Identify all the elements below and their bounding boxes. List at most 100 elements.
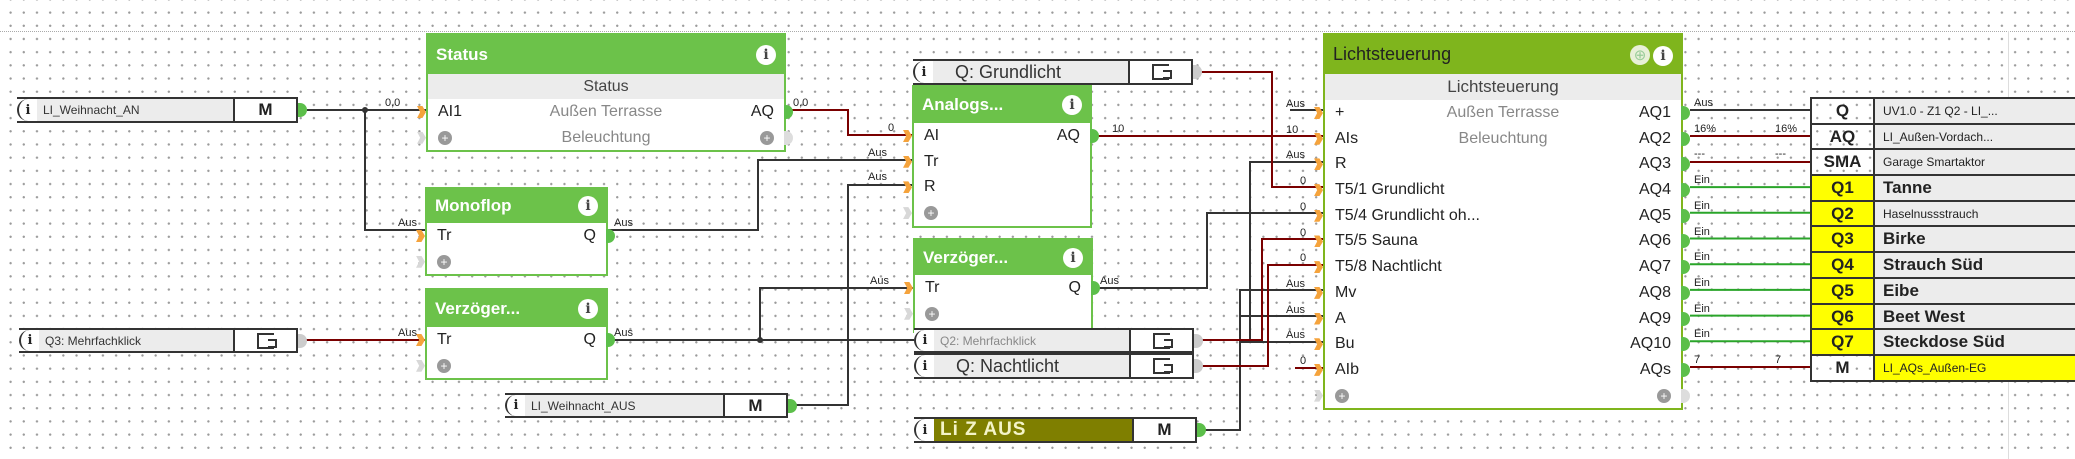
add-input-icon[interactable]: + bbox=[924, 206, 938, 221]
output-port[interactable] bbox=[1681, 311, 1690, 326]
info-icon[interactable]: i bbox=[914, 419, 934, 441]
output-port[interactable] bbox=[1681, 183, 1690, 198]
memory-flag-li-z-aus[interactable]: i Li Z AUS M bbox=[914, 417, 1206, 443]
room-label: Außen Terrasse bbox=[549, 103, 663, 120]
move-icon[interactable]: ⊕ bbox=[1630, 44, 1650, 65]
output-port[interactable] bbox=[1681, 131, 1690, 146]
info-icon[interactable]: i bbox=[17, 99, 37, 121]
output-port[interactable] bbox=[606, 229, 615, 243]
input-port[interactable] bbox=[1314, 286, 1323, 299]
info-icon[interactable]: i bbox=[914, 355, 934, 377]
output-port[interactable] bbox=[1193, 65, 1202, 79]
output-port[interactable] bbox=[1681, 157, 1690, 172]
input-port[interactable] bbox=[1314, 235, 1323, 248]
output-port[interactable] bbox=[298, 333, 307, 348]
output-label: Q bbox=[1068, 279, 1081, 296]
input-port[interactable] bbox=[1314, 158, 1323, 171]
add-input-icon[interactable]: + bbox=[438, 130, 452, 145]
info-icon[interactable]: i bbox=[756, 44, 776, 65]
output-port[interactable] bbox=[1681, 260, 1690, 275]
info-icon[interactable]: i bbox=[914, 330, 934, 351]
output-port[interactable] bbox=[1681, 208, 1690, 223]
output-port[interactable] bbox=[1681, 285, 1690, 300]
input-port[interactable] bbox=[1314, 209, 1323, 222]
add-input-icon[interactable]: + bbox=[925, 306, 939, 321]
output-port[interactable] bbox=[1681, 337, 1690, 352]
input-port[interactable] bbox=[903, 130, 912, 142]
ref-q-grundlicht[interactable]: i Q: Grundlicht bbox=[913, 59, 1202, 85]
output-port[interactable] bbox=[606, 333, 615, 347]
output-port[interactable] bbox=[1681, 106, 1690, 120]
block-title: Monoflop bbox=[435, 196, 512, 215]
block-title: Status bbox=[436, 44, 488, 64]
ref-q-nachtlicht[interactable]: i Q: Nachtlicht bbox=[914, 353, 1203, 379]
add-output-icon[interactable]: + bbox=[1657, 388, 1671, 403]
output-name: LI_Außen-Vordach... bbox=[1875, 124, 2075, 149]
input-label: R bbox=[1335, 155, 1347, 173]
lighting-controller-block[interactable]: Lichtsteuerung⊕i Lichtsteuerung +Außen T… bbox=[1314, 33, 1690, 411]
wire-value: 0 bbox=[1300, 355, 1307, 367]
add-input-icon[interactable]: + bbox=[437, 358, 451, 373]
info-icon[interactable]: i bbox=[578, 298, 598, 319]
input-label: T5/1 Grundlicht bbox=[1335, 181, 1445, 199]
ref-q3-mehrfachklick[interactable]: i Q3: Mehrfachklick bbox=[19, 328, 307, 353]
input-port[interactable] bbox=[1314, 312, 1323, 325]
info-icon[interactable]: i bbox=[19, 330, 39, 351]
input-port[interactable] bbox=[1314, 107, 1323, 119]
memory-flag-weihnacht-aus[interactable]: i LI_Weihnacht_AUS M bbox=[505, 393, 797, 418]
info-icon[interactable]: i bbox=[1062, 95, 1082, 115]
input-port[interactable] bbox=[1314, 261, 1323, 274]
input-port[interactable] bbox=[1314, 338, 1323, 351]
input-port[interactable] bbox=[1314, 363, 1323, 376]
output-port[interactable] bbox=[788, 398, 797, 413]
input-port[interactable] bbox=[416, 230, 425, 242]
input-port[interactable] bbox=[904, 282, 913, 294]
input-port[interactable] bbox=[1314, 184, 1323, 197]
output-port[interactable] bbox=[1197, 423, 1206, 437]
memory-flag-weihnacht-an[interactable]: i LI_Weihnacht_AN M bbox=[17, 97, 307, 123]
input-port[interactable] bbox=[903, 155, 912, 168]
output-port[interactable] bbox=[1090, 129, 1099, 143]
info-icon[interactable]: i bbox=[1063, 247, 1083, 268]
output-port[interactable] bbox=[784, 105, 793, 119]
output-port[interactable] bbox=[1681, 234, 1690, 249]
wire bbox=[1093, 212, 1323, 289]
input-port[interactable] bbox=[903, 181, 912, 194]
add-input-icon[interactable]: + bbox=[437, 254, 451, 269]
input-port[interactable] bbox=[1314, 132, 1323, 145]
info-icon[interactable]: i bbox=[913, 61, 933, 83]
info-icon[interactable]: i bbox=[578, 196, 598, 216]
info-icon[interactable]: i bbox=[1653, 45, 1673, 66]
wire-value: Aus bbox=[1286, 277, 1305, 290]
ref-q2-mehrfachklick[interactable]: i Q2: Mehrfachklick bbox=[914, 328, 1203, 353]
output-port[interactable] bbox=[1194, 333, 1203, 348]
input-port[interactable] bbox=[417, 106, 426, 118]
output-port[interactable] bbox=[1194, 359, 1203, 373]
add-output-icon[interactable]: + bbox=[760, 130, 774, 145]
output-port[interactable] bbox=[298, 103, 307, 117]
input-port[interactable] bbox=[416, 334, 425, 346]
add-input-icon[interactable]: + bbox=[1335, 388, 1349, 403]
output-ref-icon bbox=[1152, 64, 1172, 80]
input-label: Tr bbox=[925, 279, 940, 296]
output-port[interactable] bbox=[1681, 362, 1690, 377]
info-icon[interactable]: i bbox=[505, 395, 525, 416]
output-port[interactable] bbox=[1091, 281, 1100, 295]
